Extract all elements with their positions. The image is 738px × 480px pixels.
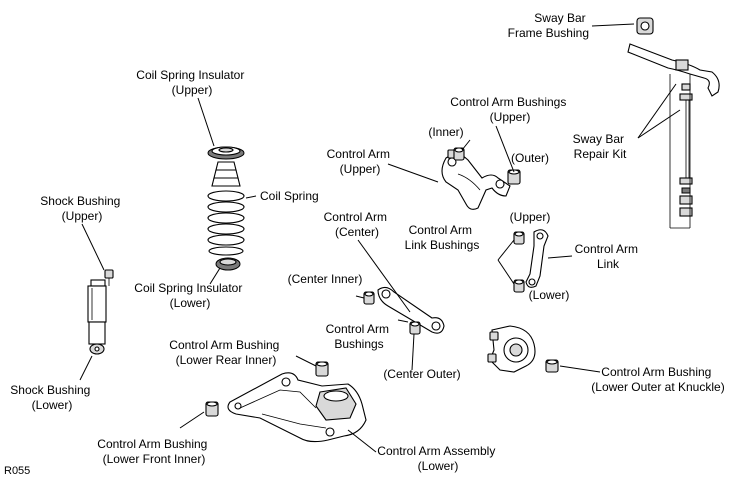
control-arm-bushing-lower-outer-knuckle-part	[545, 359, 559, 373]
control-arm-bushing-center-inner-part	[363, 291, 375, 305]
label-coil-spring-insulator-lower: Coil Spring Insulator (Lower)	[134, 281, 245, 310]
bump-stop-part	[211, 161, 241, 187]
reference-code: R055	[4, 465, 30, 477]
control-arm-center-part	[377, 286, 445, 334]
coil-spring-insulator-lower-part	[215, 257, 241, 271]
coil-spring-part	[207, 190, 245, 256]
label-sway-bar-repair-kit: Sway Bar Repair Kit	[573, 132, 628, 161]
label-center-inner: (Center Inner)	[288, 272, 363, 286]
label-coil-spring-insulator-upper: Coil Spring Insulator (Upper)	[136, 68, 247, 97]
label-shock-bushing-upper: Shock Bushing (Upper)	[40, 194, 123, 223]
label-control-arm-bushings-upper: Control Arm Bushings (Upper)	[450, 95, 569, 124]
control-arm-assembly-lower-part	[227, 372, 367, 443]
control-arm-bushing-lower-rear-inner-part	[315, 361, 329, 377]
coil-spring-insulator-upper-part	[207, 146, 245, 160]
sway-bar-frame-bushing-part	[636, 17, 654, 35]
leader-lines	[79, 23, 681, 453]
labels: Sway Bar Frame Bushing Coil Spring Insul…	[4, 11, 725, 477]
sway-bar-part	[627, 43, 720, 229]
label-control-arm-upper: Control Arm (Upper)	[327, 147, 394, 176]
knuckle-part	[487, 325, 536, 373]
label-control-arm-bushings: Control Arm Bushings	[326, 322, 393, 351]
label-control-arm-link: Control Arm Link	[575, 242, 642, 271]
control-arm-link-part	[525, 229, 549, 288]
label-control-arm-assembly-lower: Control Arm Assembly (Lower)	[377, 444, 498, 473]
label-control-arm-bushing-lower-outer-knuckle: Control Arm Bushing (Lower Outer at Knuc…	[591, 365, 724, 394]
label-inner: (Inner)	[428, 125, 463, 139]
label-control-arm-center: Control Arm (Center)	[324, 210, 391, 239]
control-arm-upper-part	[441, 149, 511, 210]
label-center-outer: (Center Outer)	[383, 367, 460, 381]
control-arm-link-bushing-lower-part	[513, 279, 525, 293]
shock-absorber-part	[87, 269, 114, 355]
label-outer: (Outer)	[511, 151, 549, 165]
label-control-arm-link-bushings: Control Arm Link Bushings	[405, 223, 480, 252]
control-arm-bushing-lower-front-inner-part	[205, 401, 219, 417]
control-arm-bushing-upper-inner-part	[453, 147, 465, 161]
label-shock-bushing-lower: Shock Bushing (Lower)	[10, 383, 93, 412]
control-arm-bushing-upper-outer-part	[507, 169, 521, 185]
label-control-arm-bushing-lower-front-inner: Control Arm Bushing (Lower Front Inner)	[97, 437, 210, 466]
label-coil-spring: Coil Spring	[260, 189, 319, 203]
label-control-arm-bushing-lower-rear-inner: Control Arm Bushing (Lower Rear Inner)	[169, 338, 282, 367]
control-arm-bushing-center-outer-part	[409, 321, 421, 335]
label-lower: (Lower)	[529, 288, 570, 302]
control-arm-link-bushing-upper-part	[513, 231, 525, 245]
label-sway-bar-frame-bushing: Sway Bar Frame Bushing	[508, 11, 589, 40]
label-upper: (Upper)	[510, 210, 551, 224]
